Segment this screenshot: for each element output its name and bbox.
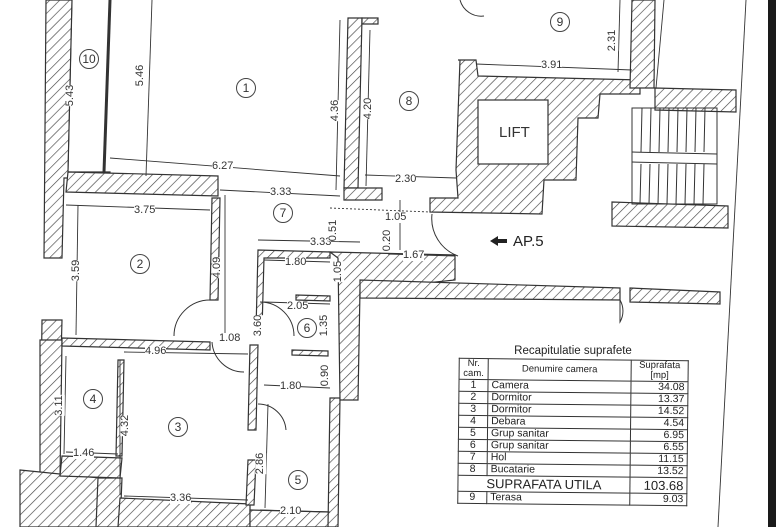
header-area: Suprafata [mp] — [631, 360, 689, 382]
dimension-label: 2.05 — [287, 300, 309, 312]
dimension-label: 3.33 — [270, 186, 292, 198]
cell-nr: 8 — [458, 463, 488, 476]
cell-area: 6.95 — [630, 429, 688, 442]
room-number-4: 4 — [83, 389, 103, 409]
dimension-label: 1.05 — [385, 211, 407, 223]
dimension-label: 4.20 — [362, 97, 375, 120]
room-number-8: 8 — [399, 91, 419, 111]
dimension-label: 1.80 — [285, 256, 307, 268]
room-number-9: 9 — [550, 12, 570, 32]
cell-area: 4.54 — [630, 417, 688, 430]
cell-area: 9.03 — [629, 493, 687, 506]
staircase — [631, 107, 718, 205]
dimension-label: 3.33 — [310, 236, 332, 248]
cell-nr: 7 — [458, 451, 488, 464]
dimension-label: 3.11 — [52, 395, 65, 416]
room-number-7: 7 — [273, 203, 293, 223]
dimension-label: 2.31 — [606, 29, 619, 52]
cell-name: Grup sanitar — [487, 439, 631, 454]
cell-nr: 6 — [458, 439, 488, 452]
dimension-label: 3.36 — [170, 492, 192, 504]
cell-nr: 1 — [458, 379, 489, 392]
lift-box — [477, 99, 549, 165]
entrance-label: AP.5 — [513, 233, 544, 250]
cell-area: 6.55 — [630, 441, 688, 454]
cell-area: 11.15 — [630, 453, 688, 466]
dimension-label: 1.80 — [280, 380, 302, 392]
dimension-label: 4.09 — [211, 256, 224, 279]
dimension-label: 1.67 — [403, 249, 425, 261]
door-swings — [173, 0, 624, 431]
cell-area: 14.52 — [630, 405, 688, 418]
lift-label: LIFT — [499, 124, 530, 141]
arrow-left-icon — [490, 236, 507, 246]
dimension-label: 5.43 — [64, 84, 77, 107]
dimension-label: 2.10 — [280, 505, 302, 517]
room-number-10: 10 — [79, 49, 99, 69]
dimension-label: 1.46 — [73, 447, 95, 459]
dimension-label: 6.27 — [212, 160, 234, 172]
dimension-label: 1.05 — [332, 260, 345, 283]
total-value: 103.68 — [629, 477, 688, 494]
dimension-label: 4.36 — [329, 99, 342, 122]
dimension-label: 2.86 — [254, 452, 267, 475]
cell-area: 34.08 — [630, 381, 689, 394]
dimension-label: 3.59 — [70, 259, 83, 282]
cell-nr: 2 — [458, 391, 488, 404]
total-label: SUPRAFATA UTILA — [457, 475, 631, 494]
room-number-3: 3 — [168, 417, 188, 437]
header-nr: Nr. cam. — [459, 358, 489, 380]
scan-edge — [768, 0, 776, 527]
summary-title: Recapitulatie suprafete — [514, 345, 632, 357]
dimension-label: 0.20 — [381, 229, 394, 252]
header-name: Denumire camera — [488, 358, 632, 382]
cell-nr: 5 — [458, 427, 488, 440]
dimension-label: 2.30 — [395, 173, 417, 185]
room-number-1: 1 — [236, 78, 256, 98]
dimension-label: 5.46 — [134, 64, 147, 87]
walls — [19, 0, 737, 527]
cell-nr: 3 — [458, 403, 488, 416]
cell-nr: 4 — [458, 415, 488, 428]
cell-nr: 9 — [457, 491, 487, 504]
cell-name: Terasa — [486, 491, 630, 506]
cell-area: 13.52 — [630, 465, 688, 478]
dimension-label: 4.96 — [145, 345, 167, 357]
dimension-label: 0.51 — [327, 219, 340, 242]
room-number-5: 5 — [288, 470, 308, 490]
dimension-label: 3.91 — [541, 59, 563, 71]
dimension-label: 3.60 — [252, 314, 265, 337]
summary-table: Nr. cam. Denumire camera Suprafata [mp] … — [457, 358, 689, 506]
dimension-label: 0.90 — [319, 364, 332, 387]
dimension-label: 4.32 — [119, 414, 132, 437]
cell-name: Bucatarie — [487, 463, 631, 478]
dimension-label: 1.08 — [219, 332, 241, 344]
room-number-2: 2 — [130, 254, 150, 274]
dimension-label: 1.35 — [318, 314, 331, 337]
dimension-label: 3.75 — [134, 204, 156, 216]
cell-area: 13.37 — [630, 393, 688, 406]
room-number-6: 6 — [297, 318, 317, 338]
area-summary-table: Recapitulatie suprafete Nr. cam. Denumir… — [457, 345, 689, 506]
